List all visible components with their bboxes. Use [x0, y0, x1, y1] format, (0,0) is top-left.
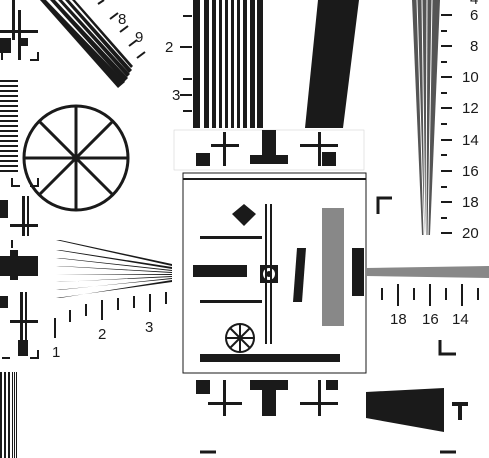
right-scale-label-10: 10 — [462, 69, 479, 86]
bottom-right-scale-label-18: 18 — [390, 311, 407, 328]
bottom-right-t-stem — [458, 404, 462, 420]
top-left-block — [0, 0, 38, 60]
left-mid-scale-label-3: 3 — [172, 87, 181, 104]
right-scale-label-14: 14 — [462, 132, 479, 149]
right-scale-label-6: 6 — [470, 7, 479, 24]
right-scale-label-8: 8 — [470, 38, 479, 55]
left-lower-scale-label-2: 2 — [98, 326, 107, 343]
left-mid-scale-label-2: 2 — [165, 39, 174, 56]
right-scale-label-18: 18 — [462, 194, 479, 211]
left-lower-scale-label-3: 3 — [145, 319, 154, 336]
left-bottom-lines — [0, 372, 17, 458]
black-bar-bottom-right — [366, 388, 444, 432]
black-bar-top — [305, 0, 359, 128]
left-middle-column — [0, 196, 38, 356]
fan-top-left-diagonal — [40, 0, 133, 88]
scale-top-center-ticks — [180, 15, 192, 112]
siemens-wheel — [22, 104, 130, 212]
wedge-right-horizontal — [366, 266, 489, 278]
left-middle-corners — [2, 178, 39, 359]
right-scale-ticks — [441, 14, 452, 234]
right-corner-marks — [200, 196, 456, 454]
fan-left-horizontal — [56, 240, 172, 298]
top-left-scale-label-9: 9 — [135, 29, 144, 46]
center-panel — [173, 129, 367, 416]
left-lower-scale-ticks — [54, 292, 167, 338]
right-scale-label-4: 4 — [470, 0, 478, 7]
left-lower-scale-label-1: 1 — [52, 344, 61, 361]
fan-top-center — [193, 0, 263, 128]
top-left-diagonal-ticks — [97, 0, 146, 59]
bottom-right-scale-ticks — [381, 284, 479, 306]
left-line-pattern — [0, 80, 18, 172]
wedge-right-lines — [416, 0, 433, 236]
top-left-corner-marks — [1, 52, 39, 61]
right-scale-label-12: 12 — [462, 100, 479, 117]
top-left-scale-label-8: 8 — [118, 11, 127, 28]
right-scale-label-16: 16 — [462, 163, 479, 180]
bottom-right-scale-label-14: 14 — [452, 311, 469, 328]
right-scale-label-20: 20 — [462, 225, 479, 242]
bottom-right-scale-label-16: 16 — [422, 311, 439, 328]
